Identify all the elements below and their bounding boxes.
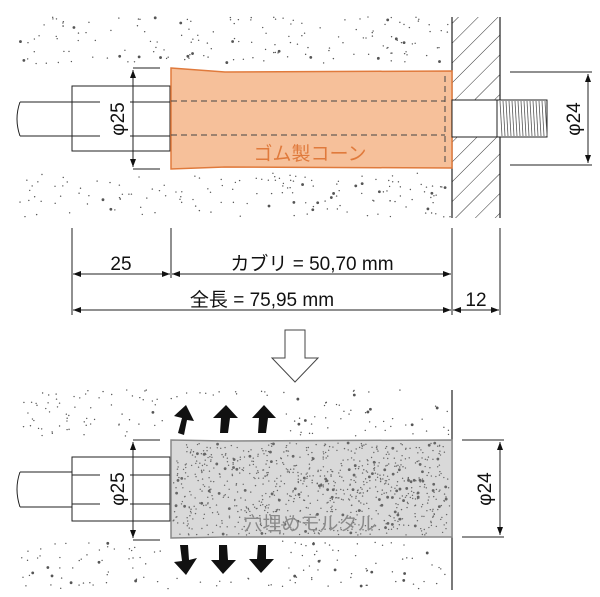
mortar-fill bbox=[170, 439, 453, 539]
pressure-arrows bbox=[174, 405, 276, 575]
bottom-section: φ25 穴埋めモルタル φ24 bbox=[16, 389, 504, 590]
arrow-up-icon bbox=[213, 405, 238, 433]
arrow-down-icon bbox=[211, 545, 236, 574]
next-step-arrow-icon bbox=[270, 329, 320, 383]
fill-diameter-label: φ24 bbox=[475, 472, 496, 506]
dim-left: 25 bbox=[110, 254, 131, 275]
concrete-texture-bottom bbox=[21, 389, 450, 590]
arrow-down-icon bbox=[249, 545, 274, 573]
mortar-label: 穴埋めモルタル bbox=[243, 513, 376, 535]
bolt bbox=[451, 99, 498, 138]
hole-diameter-label: φ25 bbox=[108, 102, 129, 135]
dim-total: 全長 = 75,95 mm bbox=[190, 289, 334, 311]
rod bbox=[16, 101, 72, 137]
hole-diameter-label: φ25 bbox=[108, 472, 129, 505]
dim-wall: 12 bbox=[465, 290, 486, 311]
bolt-diameter-label: φ24 bbox=[564, 102, 585, 136]
arrow-up-icon bbox=[174, 405, 194, 435]
top-section: φ25 ゴム製コーン φ24 25 カブリ = 50,70 mm 全長 = 75… bbox=[16, 16, 592, 315]
arrow-up-icon bbox=[252, 405, 276, 433]
dim-cover: カブリ = 50,70 mm bbox=[230, 252, 393, 275]
concrete-texture-top bbox=[19, 16, 451, 218]
cone-label: ゴム製コーン bbox=[253, 143, 366, 165]
rod bbox=[16, 471, 72, 508]
rubber-cone bbox=[170, 67, 453, 170]
arrow-down-icon bbox=[174, 545, 197, 575]
